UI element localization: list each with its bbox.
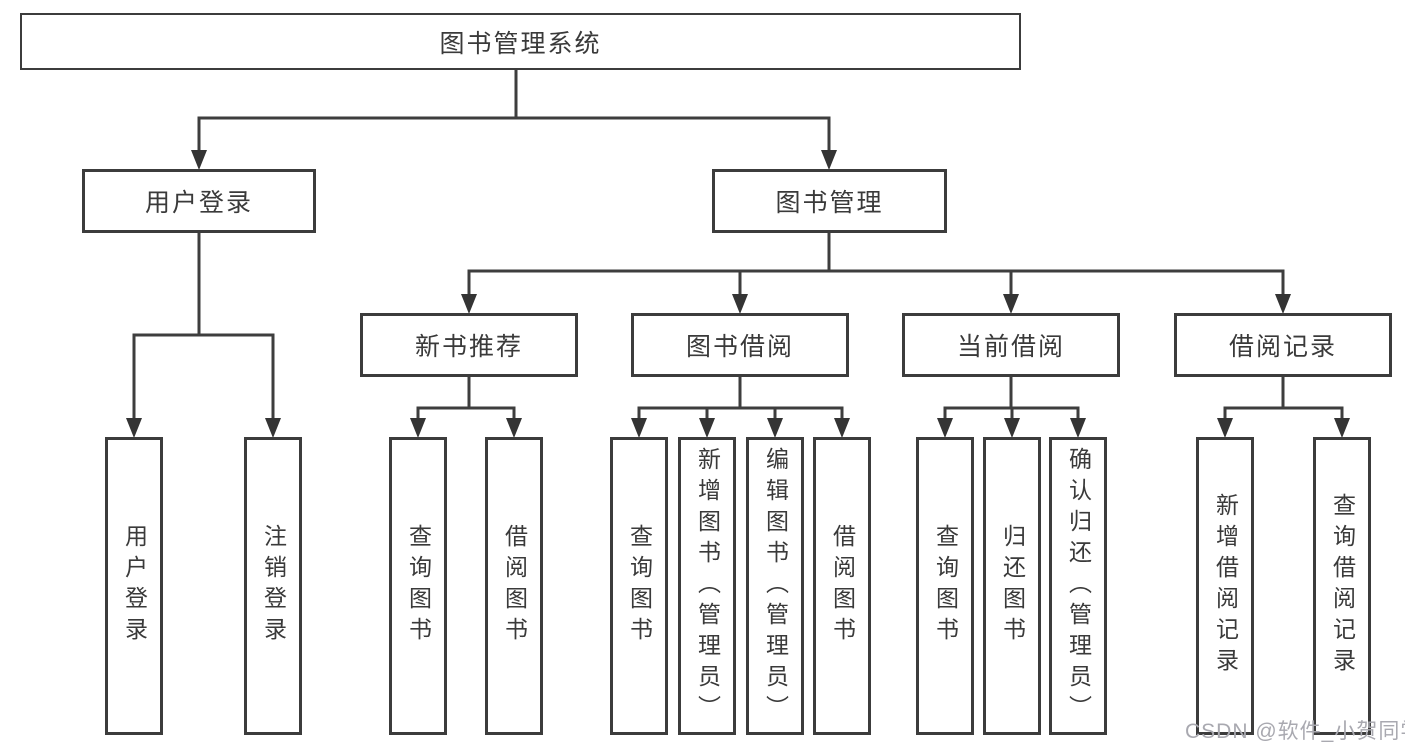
node-root-label: 图书管理系统 <box>439 29 602 58</box>
node-current-borrowing-label: 当前借阅 <box>956 333 1065 361</box>
node-borrow-records: 借阅记录 <box>1174 313 1392 377</box>
leaf-records-add-record: 新增借阅记录 <box>1196 437 1254 735</box>
node-borrow-records-label: 借阅记录 <box>1228 333 1337 361</box>
csdn-watermark: CSDN @软件_小贺同学 <box>1185 720 1405 743</box>
node-book-management-label: 图书管理 <box>775 189 884 217</box>
node-new-book-recommend: 新书推荐 <box>360 313 578 377</box>
leaf-current-return-books: 归还图书 <box>983 437 1041 735</box>
node-user-login: 用户登录 <box>82 169 316 233</box>
node-root-system: 图书管理系统 <box>20 13 1021 70</box>
leaf-current-confirm-return-admin: 确认归还（管理员） <box>1049 437 1107 735</box>
leaf-borrowing-add-books-admin: 新增图书（管理员） <box>678 437 736 735</box>
leaf-borrowing-edit-books-admin: 编辑图书（管理员） <box>746 437 804 735</box>
node-user-login-label: 用户登录 <box>144 189 253 217</box>
leaf-newbook-query-books: 查询图书 <box>389 437 447 735</box>
leaf-borrowing-borrow-books: 借阅图书 <box>813 437 871 735</box>
leaf-borrowing-query-books: 查询图书 <box>610 437 668 735</box>
leaf-current-query-books: 查询图书 <box>916 437 974 735</box>
leaf-user-login: 用户登录 <box>105 437 163 735</box>
leaf-newbook-borrow-books: 借阅图书 <box>485 437 543 735</box>
node-current-borrowing: 当前借阅 <box>902 313 1120 377</box>
node-new-book-recommend-label: 新书推荐 <box>414 333 523 361</box>
node-book-management: 图书管理 <box>712 169 947 233</box>
leaf-logout: 注销登录 <box>244 437 302 735</box>
node-book-borrowing-label: 图书借阅 <box>685 333 794 361</box>
node-book-borrowing: 图书借阅 <box>631 313 849 377</box>
leaf-records-query-record: 查询借阅记录 <box>1313 437 1371 735</box>
